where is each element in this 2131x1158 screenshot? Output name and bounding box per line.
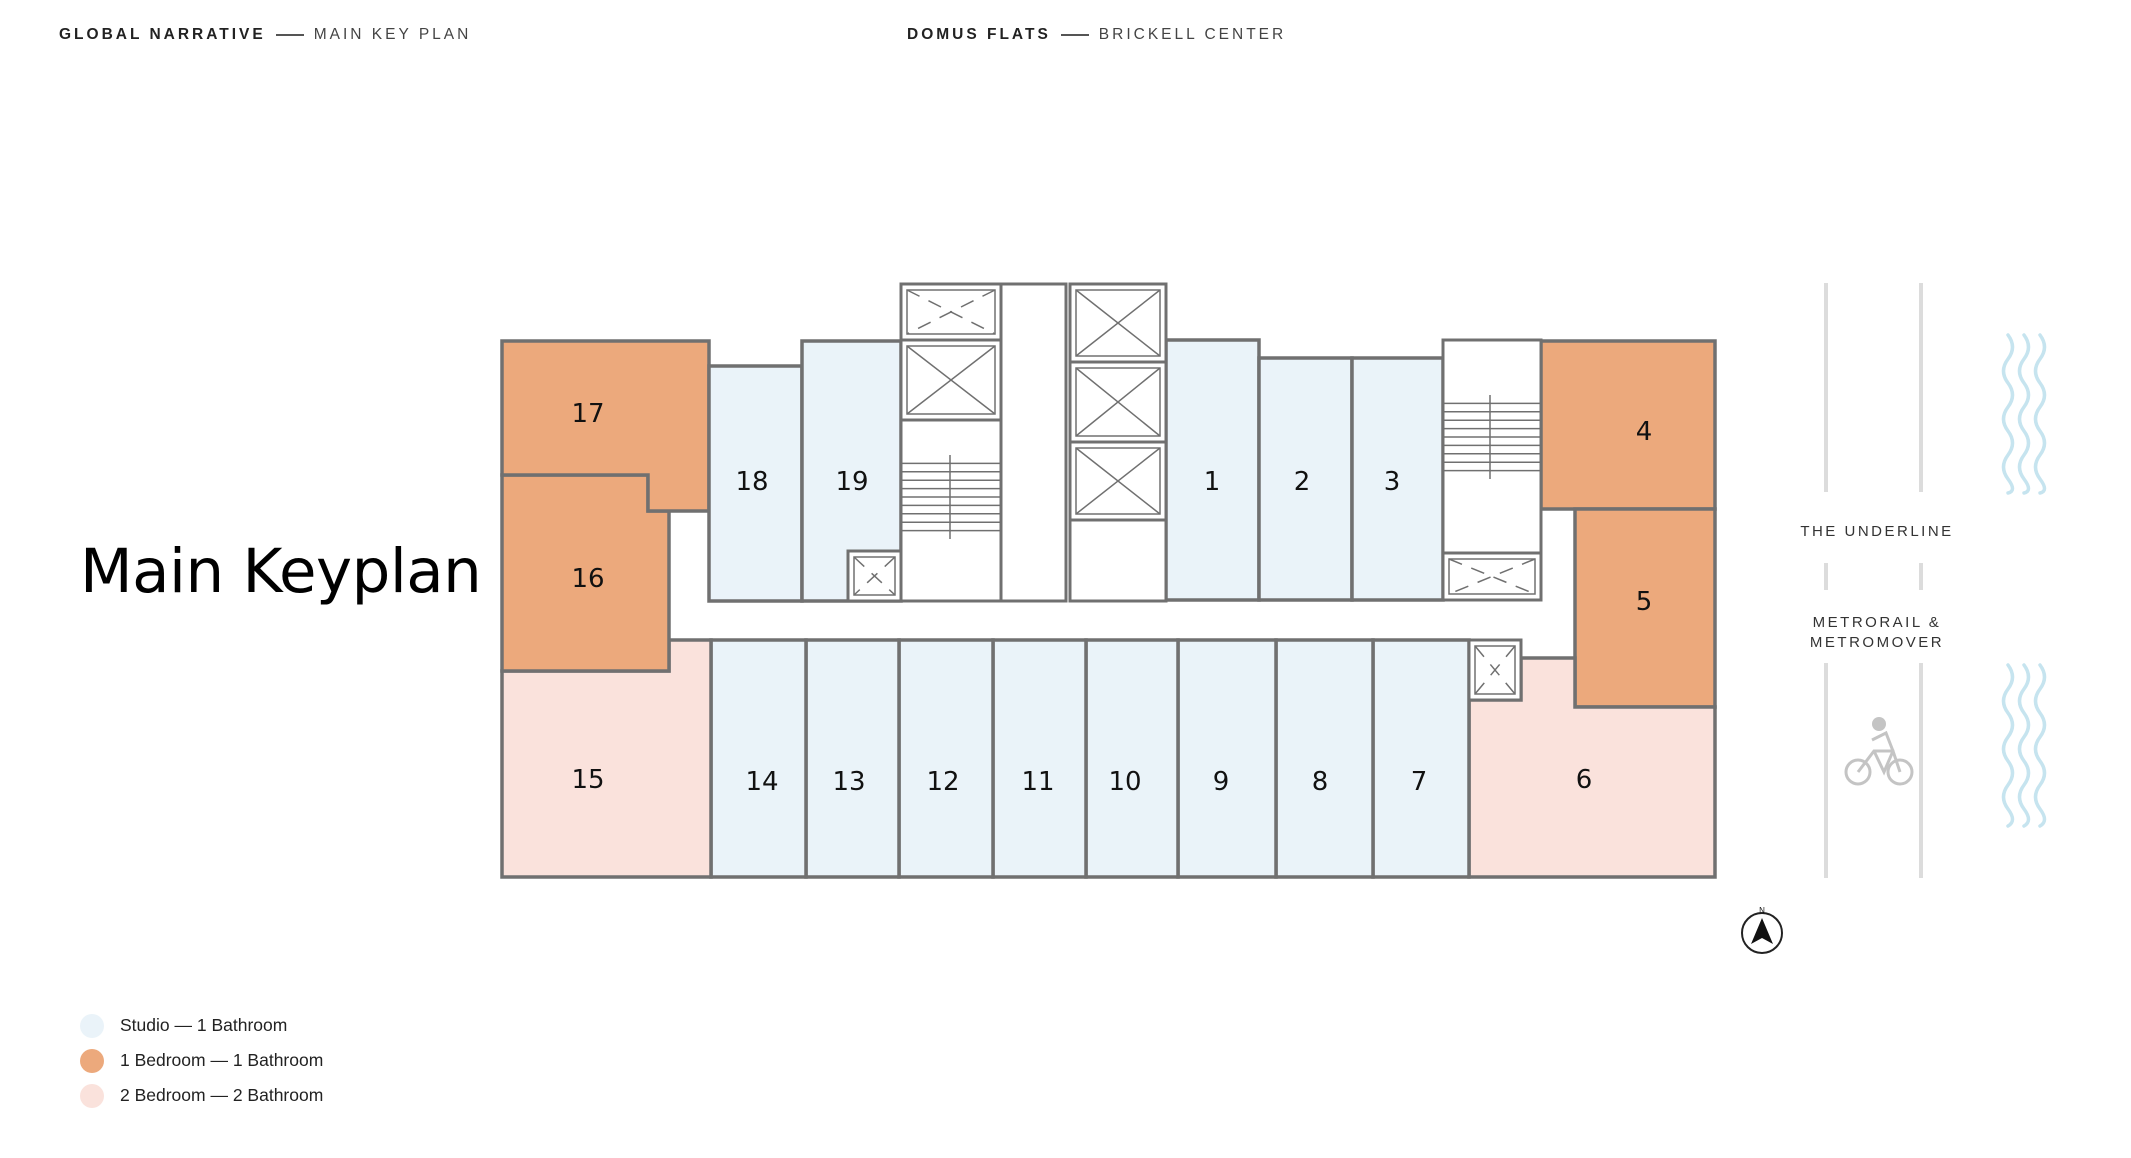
underline-label: THE UNDERLINE	[1800, 523, 1953, 540]
unit-12[interactable]: 12	[897, 638, 995, 879]
unit-number: 11	[1021, 767, 1054, 797]
legend-swatch-two-bedroom	[80, 1083, 104, 1108]
unit-number: 3	[1384, 467, 1401, 497]
unit-number: 14	[745, 767, 778, 797]
wave-line	[2001, 333, 2015, 495]
unit-shape	[1371, 638, 1471, 879]
legend-label: 2 Bedroom — 2 Bathroom	[120, 1085, 324, 1105]
wave-line	[2033, 333, 2047, 495]
unit-3[interactable]: 3	[1350, 356, 1445, 602]
unit-16[interactable]: 16	[500, 473, 671, 673]
unit-shape	[804, 638, 901, 879]
compass-label: N	[1759, 906, 1765, 915]
metrorail-label-line2: METROMOVER	[1810, 634, 1944, 651]
shaft-east	[1441, 551, 1543, 602]
stairs-right	[1443, 402, 1541, 472]
elevator-left	[899, 338, 1003, 422]
header-section: MAIN KEY PLAN	[313, 26, 472, 43]
stair-well-left	[899, 418, 1003, 603]
unit-number: 2	[1294, 467, 1311, 497]
header-project: DOMUS FLATS	[907, 26, 1051, 43]
shaft-top-left	[899, 282, 1003, 342]
wave-line	[2033, 663, 2047, 828]
unit-number: 10	[1108, 767, 1141, 797]
legend-label: 1 Bedroom — 1 Bathroom	[120, 1050, 324, 1070]
legend-item-one-bedroom: 1 Bedroom — 1 Bathroom	[80, 1043, 323, 1078]
left-core-corridor	[999, 282, 1068, 603]
wave-line	[2017, 663, 2031, 828]
unit-number: 13	[832, 767, 865, 797]
unit-number: 4	[1636, 417, 1653, 447]
unit-7[interactable]: 7	[1371, 638, 1471, 879]
street-labels: THE UNDERLINE METRORAIL & METROMOVER	[1800, 523, 1953, 651]
unit-9[interactable]: 9	[1176, 638, 1278, 879]
unit-number: 17	[571, 399, 604, 429]
wave-line	[2017, 333, 2031, 495]
unit-number: 19	[835, 467, 868, 497]
unit-shape	[1176, 638, 1278, 879]
unit-number: 1	[1204, 467, 1221, 497]
unit-number: 12	[926, 767, 959, 797]
header-divider	[275, 34, 304, 36]
unit-shape	[709, 638, 808, 879]
building-core	[846, 282, 1543, 702]
header-center: DOMUS FLATS BRICKELL CENTER	[907, 26, 1286, 44]
legend-item-studio: Studio — 1 Bathroom	[80, 1008, 323, 1043]
header-left: GLOBAL NARRATIVE MAIN KEY PLAN	[59, 26, 471, 44]
north-arrow-icon: N	[1741, 906, 1783, 954]
unit-shape	[500, 339, 711, 513]
legend-swatch-studio	[80, 1013, 104, 1038]
unit-1[interactable]: 1	[1164, 338, 1261, 602]
header-brand: GLOBAL NARRATIVE	[59, 26, 266, 43]
shaft-small-east	[1467, 638, 1523, 702]
cyclist-icon	[1844, 717, 1914, 786]
unit-5[interactable]: 5	[1573, 507, 1717, 709]
unit-4[interactable]: 4	[1539, 339, 1717, 511]
unit-number: 6	[1576, 765, 1593, 795]
unit-number: 8	[1312, 767, 1329, 797]
unit-15[interactable]: 15	[500, 638, 713, 879]
unit-2[interactable]: 2	[1257, 356, 1354, 602]
unit-number: 7	[1411, 767, 1428, 797]
legend-swatch-one-bedroom	[80, 1048, 104, 1073]
shaft-small-left	[846, 549, 903, 603]
water-waves-icon	[2001, 333, 2047, 828]
unit-8[interactable]: 8	[1274, 638, 1375, 879]
page-title: Main Keyplan	[80, 536, 482, 607]
street-area	[1824, 283, 1923, 878]
wave-line	[2001, 663, 2015, 828]
elevator-right-3	[1068, 440, 1168, 522]
unit-11[interactable]: 11	[991, 638, 1088, 879]
unit-19[interactable]: 19	[800, 339, 903, 603]
unit-13[interactable]: 13	[804, 638, 901, 879]
unit-shape	[1539, 339, 1717, 511]
unit-17[interactable]: 17	[500, 339, 711, 513]
legend-item-two-bedroom: 2 Bedroom — 2 Bathroom	[80, 1078, 323, 1113]
unit-number: 18	[735, 467, 768, 497]
unit-number: 5	[1636, 587, 1653, 617]
unit-shape	[1274, 638, 1375, 879]
unit-shape	[1084, 638, 1180, 879]
unit-number: 15	[571, 765, 604, 795]
unit-number: 16	[571, 564, 604, 594]
stairs-left	[901, 462, 1001, 532]
header-divider	[1060, 34, 1089, 36]
unit-number: 9	[1213, 767, 1230, 797]
legend: Studio — 1 Bathroom 1 Bedroom — 1 Bathro…	[80, 1008, 323, 1113]
metrorail-label-line1: METRORAIL &	[1813, 614, 1942, 631]
elevator-right-2	[1068, 360, 1168, 444]
unit-shape	[500, 638, 713, 879]
elevator-right-1	[1068, 282, 1168, 364]
unit-18[interactable]: 18	[707, 364, 804, 603]
utility-room	[1068, 518, 1168, 603]
header-location: BRICKELL CENTER	[1098, 26, 1287, 43]
unit-14[interactable]: 14	[709, 638, 808, 879]
unit-shape	[991, 638, 1088, 879]
unit-shape	[897, 638, 995, 879]
legend-label: Studio — 1 Bathroom	[120, 1015, 288, 1035]
unit-10[interactable]: 10	[1084, 638, 1180, 879]
